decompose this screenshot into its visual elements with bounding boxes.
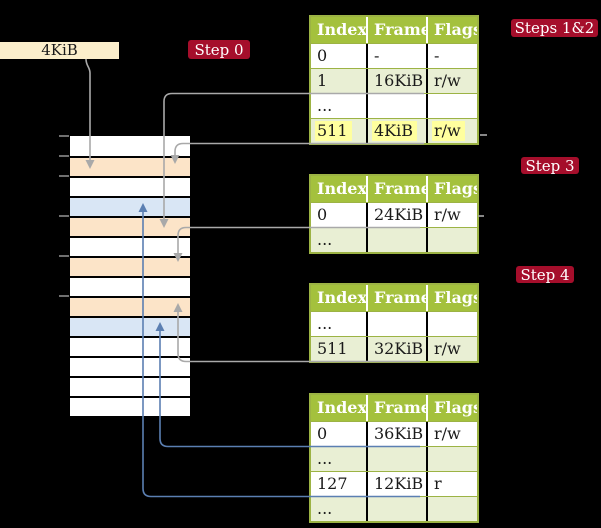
table-cell: 0	[317, 205, 328, 224]
table-cell: 32KiB	[366, 337, 426, 361]
table-cell: 511	[311, 119, 366, 143]
memory-frame-row-white	[70, 236, 190, 256]
table-cell: ...	[317, 230, 333, 249]
table-cell	[366, 94, 426, 118]
memory-frame-row-white	[70, 336, 190, 356]
table-cell: 0	[317, 46, 328, 65]
table-cell: r/w	[426, 119, 477, 143]
table-cell: 24KiB	[366, 203, 426, 227]
table-cell	[366, 447, 426, 471]
table-cell: 12KiB	[366, 472, 426, 496]
highlighted-value: r/w	[432, 121, 465, 141]
column-header-index: Index	[317, 398, 366, 417]
column-header-flags: Flags	[426, 176, 477, 202]
column-header-frame: Frame	[366, 176, 426, 202]
table-cell: ...	[317, 499, 333, 518]
column-header-index: Index	[317, 20, 366, 39]
table-cell: r/w	[426, 337, 477, 361]
table-cell: 127	[317, 474, 348, 493]
table-row: 511 4KiB r/w	[311, 118, 477, 143]
table-header-row: IndexFrameFlags	[311, 395, 477, 421]
memory-frame-row-blue	[70, 316, 190, 336]
column-header-flags: Flags	[426, 17, 477, 43]
table-cell: 36KiB	[366, 422, 426, 446]
table-cell: 16KiB	[366, 69, 426, 93]
column-header-index: Index	[317, 179, 366, 198]
table-row: ...	[311, 311, 477, 336]
memory-frame-row-orange	[70, 256, 190, 276]
memory-frame-row-blue	[70, 196, 190, 216]
table-cell: r/w	[426, 69, 477, 93]
memory-frame-row-orange	[70, 296, 190, 316]
memory-frame-row-white	[70, 136, 190, 156]
table-cell: -	[366, 44, 426, 68]
table-row: ...	[311, 227, 477, 252]
table-cell	[426, 94, 477, 118]
table-header-row: IndexFrameFlags	[311, 176, 477, 202]
badge-step-0: Step 0	[188, 40, 250, 59]
memory-frame-row-white	[70, 176, 190, 196]
memory-frame-row-white	[70, 396, 190, 416]
memory-frame-row-white	[70, 356, 190, 376]
table-row: ...	[311, 446, 477, 471]
table-cell	[366, 497, 426, 521]
column-header-flags: Flags	[426, 285, 477, 311]
arrow-entry511-to-4kib	[174, 142, 424, 155]
page-table-at-16kib: IndexFrameFlags 0 24KiBr/w...	[309, 174, 479, 254]
column-header-frame: Frame	[366, 395, 426, 421]
table-cell: 1	[317, 71, 328, 90]
table-cell: 4KiB	[366, 119, 426, 143]
highlighted-value: 4KiB	[372, 121, 418, 141]
column-header-flags: Flags	[426, 395, 477, 421]
badge-step-3: Step 3	[521, 157, 579, 175]
memory-frame-row-white	[70, 376, 190, 396]
table-cell: ...	[317, 96, 333, 115]
highlighted-value: 511	[315, 121, 352, 141]
memory-strip	[68, 134, 192, 418]
table-header-row: IndexFrameFlags	[311, 285, 477, 311]
table-row: ...	[311, 496, 477, 521]
table-cell: 0	[317, 424, 328, 443]
memory-frame-row-orange	[70, 216, 190, 236]
memory-frame-row-white	[70, 276, 190, 296]
table-cell: ...	[317, 449, 333, 468]
column-header-frame: Frame	[366, 285, 426, 311]
page-size-label: 4KiB	[0, 42, 119, 59]
table-cell	[426, 312, 477, 336]
table-cell: -	[426, 44, 477, 68]
column-header-index: Index	[317, 288, 366, 307]
table-cell	[366, 228, 426, 252]
table-header-row: IndexFrameFlags	[311, 17, 477, 43]
table-cell: r/w	[426, 203, 477, 227]
table-row: ...	[311, 93, 477, 118]
table-cell	[366, 312, 426, 336]
table-cell	[426, 447, 477, 471]
badge-steps-1-2: Steps 1&2	[511, 19, 598, 37]
table-row: 0 --	[311, 43, 477, 68]
column-header-frame: Frame	[366, 17, 426, 43]
table-cell: r	[426, 472, 477, 496]
table-cell: r/w	[426, 422, 477, 446]
table-cell: ...	[317, 314, 333, 333]
table-cell: 511	[317, 339, 348, 358]
memory-frame-row-orange	[70, 156, 190, 176]
table-cell	[426, 228, 477, 252]
table-cell	[426, 497, 477, 521]
badge-step-4: Step 4	[516, 266, 574, 284]
